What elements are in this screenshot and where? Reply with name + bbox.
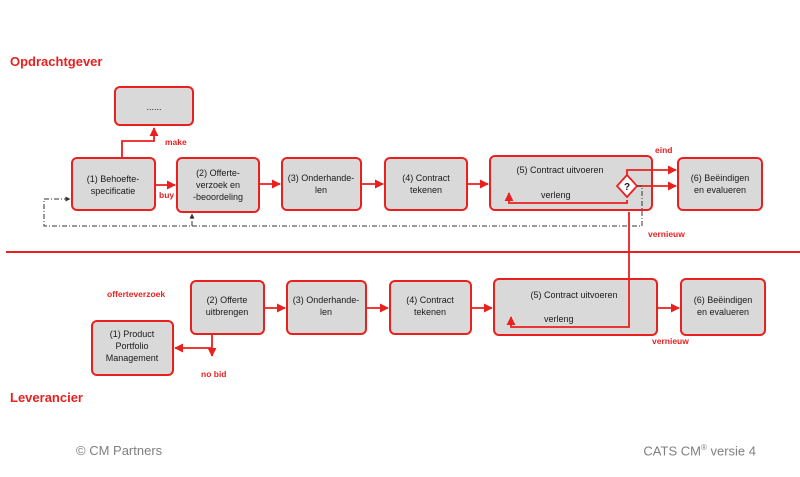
decision-mark: ? xyxy=(624,182,630,193)
top-step4-box xyxy=(384,157,468,211)
bottom-step4-line2: tekenen xyxy=(414,307,446,317)
footer-registered: ® xyxy=(700,443,707,452)
step2-to-portfolio-arrow xyxy=(174,334,213,353)
bottom-step2-line2: uitbrengen xyxy=(206,307,249,317)
top-step5-label: (5) Contract uitvoeren xyxy=(516,165,603,175)
top-step2-line3: -beoordeling xyxy=(193,192,243,202)
leverancier-label: Leverancier xyxy=(10,390,83,405)
footer-product: CATS CM xyxy=(643,443,701,459)
footer-copyright: © CM Partners xyxy=(76,443,163,458)
bottom-step5-label: (5) Contract uitvoeren xyxy=(530,290,617,300)
top-step1-line1: (1) Behoefte- xyxy=(87,174,140,184)
top-step6-box xyxy=(677,157,763,211)
bottom-verleng-loop xyxy=(506,212,630,328)
top-step5-loop-label: verleng xyxy=(541,190,571,200)
footer-version-text: versie 4 xyxy=(706,443,756,459)
top-step3-box xyxy=(281,157,362,211)
bottom-step3-line2: len xyxy=(320,307,332,317)
top-step6-line1: (6) Beëindigen xyxy=(691,173,750,183)
make-label: make xyxy=(165,137,187,147)
top-step3-line1: (3) Onderhande- xyxy=(288,173,355,183)
opdrachtgever-label: Opdrachtgever xyxy=(10,54,102,69)
bottom-step6-line1: (6) Beëindigen xyxy=(694,295,753,305)
bottom-step1-line3: Management xyxy=(106,353,159,363)
top-vernieuw-label: vernieuw xyxy=(648,229,685,239)
bottom-step2-line1: (2) Offerte xyxy=(207,295,248,305)
placeholder-box xyxy=(114,86,194,126)
bottom-step6-line2: en evalueren xyxy=(697,307,749,317)
footer-version: CATS CM® versie 4 xyxy=(643,443,756,458)
top-step2-box xyxy=(176,157,260,213)
bottom-step1-line2: Portfolio xyxy=(115,341,148,351)
top-step3-line2: len xyxy=(315,185,327,195)
top-step2-line1: (2) Offerte- xyxy=(196,168,240,178)
bottom-step5-loop-label: verleng xyxy=(544,314,574,324)
bottom-step4-line1: (4) Contract xyxy=(406,295,454,305)
placeholder-text: ...... xyxy=(146,102,161,112)
top-step6-line2: en evalueren xyxy=(694,185,746,195)
top-verleng-loop xyxy=(504,192,628,204)
bottom-step3-line1: (3) Onderhande- xyxy=(293,295,360,305)
top-step2-line2: verzoek en xyxy=(196,180,240,190)
make-arrow xyxy=(121,127,159,158)
bottom-step5-box xyxy=(493,278,658,336)
decision-diamond xyxy=(615,173,639,199)
bottom-step1-box xyxy=(91,320,174,376)
feedback-loop-to-step1 xyxy=(43,185,643,227)
bottom-step6-box xyxy=(680,278,766,336)
top-step1-line2: specificatie xyxy=(91,186,136,196)
top-step1-box xyxy=(71,157,156,211)
top-step4-line2: tekenen xyxy=(410,185,442,195)
top-step5-box xyxy=(489,155,653,211)
eind-arrow xyxy=(626,165,677,175)
no-bid-label: no bid xyxy=(201,369,227,379)
offerteverzoek-label: offerteverzoek xyxy=(107,289,165,299)
bottom-vernieuw-label: vernieuw xyxy=(652,336,689,346)
top-step4-line1: (4) Contract xyxy=(402,173,450,183)
eind-label: eind xyxy=(655,145,672,155)
bottom-step1-line1: (1) Product xyxy=(110,329,155,339)
buy-label: buy xyxy=(159,190,174,200)
